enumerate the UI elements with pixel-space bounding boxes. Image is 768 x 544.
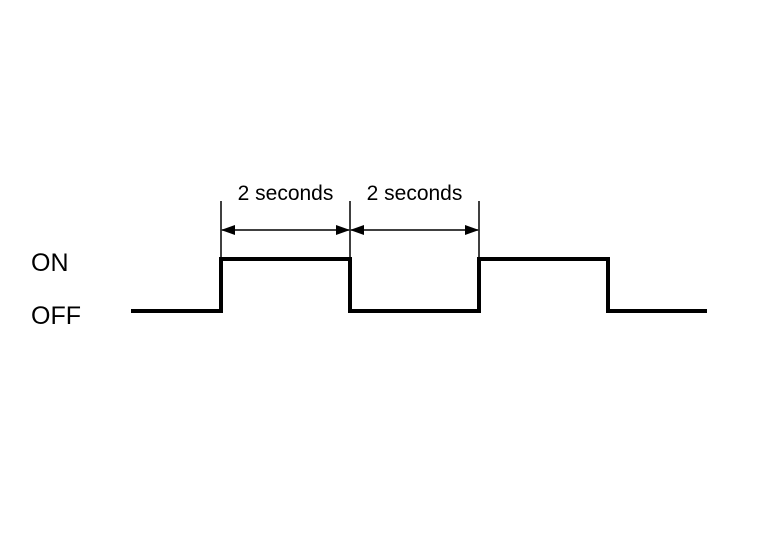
interval-label-2: 2 seconds <box>367 182 463 205</box>
interval-label-1: 2 seconds <box>238 182 334 205</box>
level-label-on: ON <box>31 249 69 277</box>
signal-waveform <box>131 257 707 313</box>
level-label-off: OFF <box>31 302 81 330</box>
